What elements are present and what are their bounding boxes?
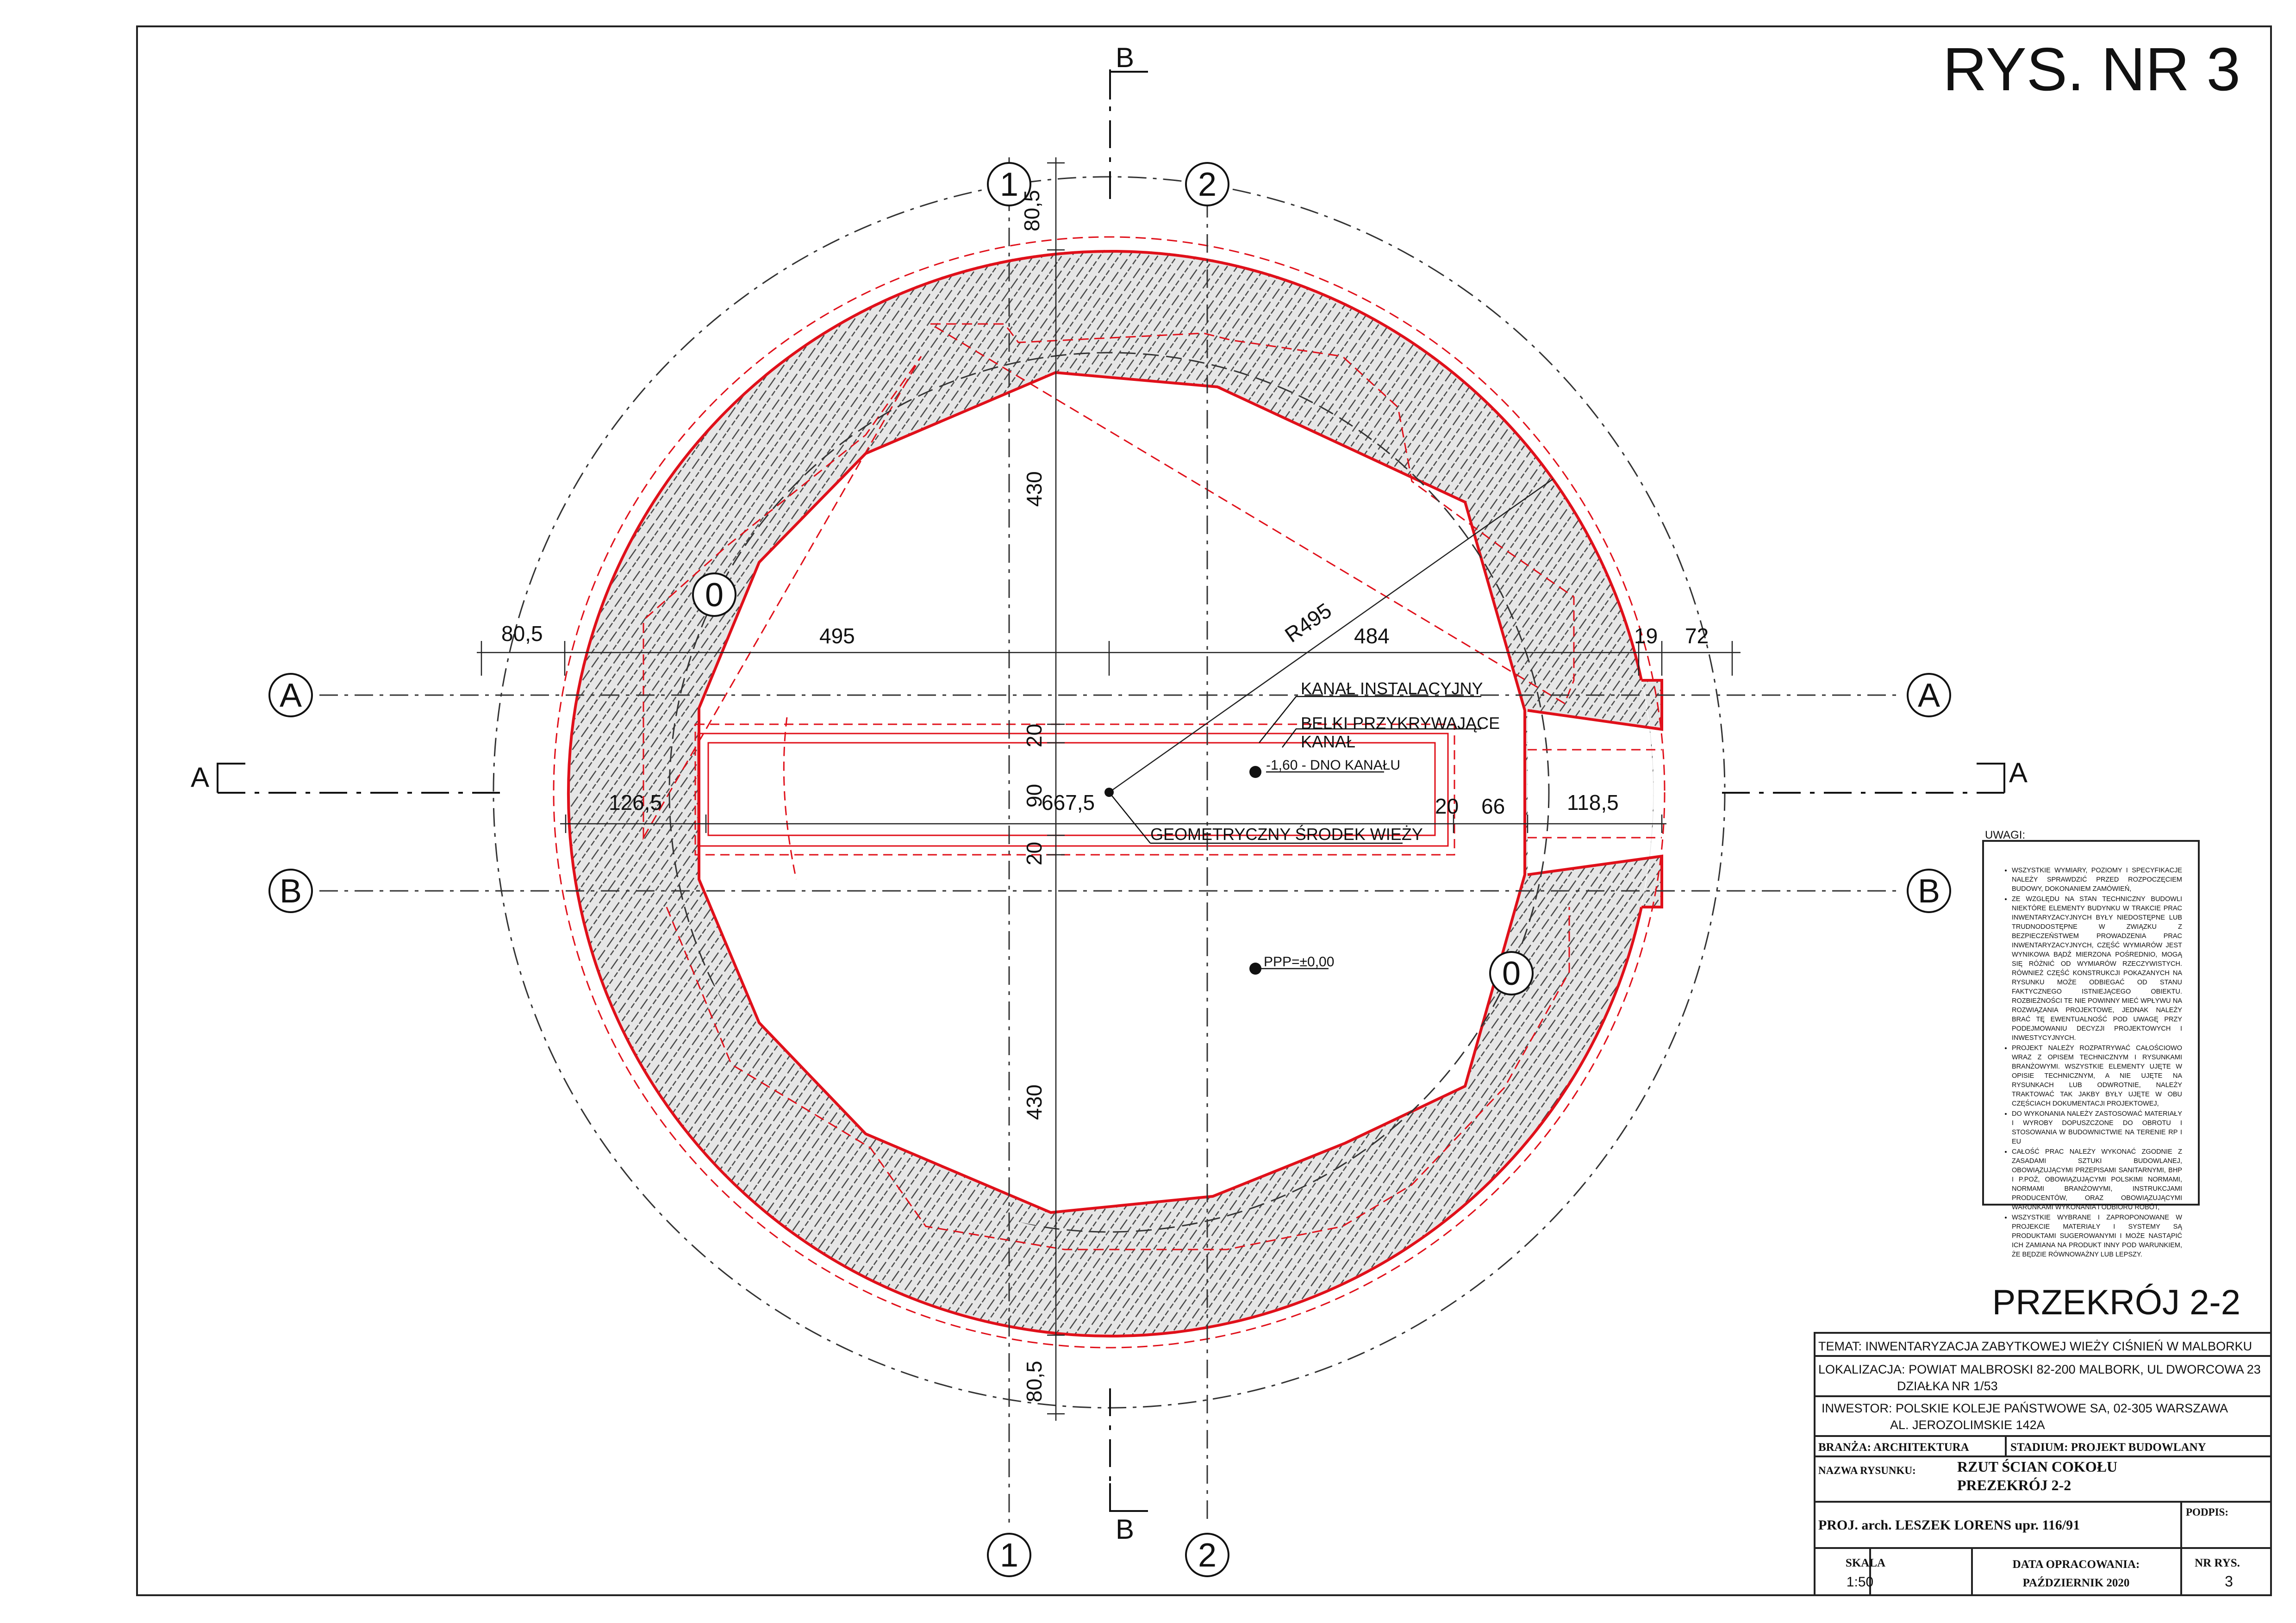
tb-inwestor-2: AL. JEROZOLIMSKIE 142A <box>1890 1418 2045 1432</box>
label-belki-1: BELKI PRZYKRYWAJĄCE <box>1301 714 1500 733</box>
axis-1-bottom: 1 <box>1000 1537 1018 1574</box>
annotation-leaders <box>1109 696 1481 970</box>
dim-430-bottom: 430 <box>1022 1084 1046 1120</box>
grid-axes <box>319 157 1898 1523</box>
section-a-right-label: A <box>2009 757 2028 788</box>
section-b-top-label: B <box>1116 42 1134 73</box>
tb-data-value: PAŹDZIERNIK 2020 <box>2023 1576 2130 1589</box>
dim-118-5: 118,5 <box>1567 790 1619 815</box>
dim-80-5-bottom: 80,5 <box>1022 1361 1046 1402</box>
label-srodek-wiezy: GEOMETRYCZNY ŚRODEK WIEŻY <box>1150 824 1423 844</box>
section-lines <box>217 69 2005 1512</box>
sheet-title: RYS. NR 3 <box>1943 35 2240 103</box>
dim-80-5-top: 80,5 <box>1020 190 1044 231</box>
note-item: ZE WZGLĘDU NA STAN TECHNICZNY BUDOWLI NI… <box>2012 895 2182 1043</box>
level-marker-floor <box>1249 963 1261 975</box>
section-b-bottom-label: B <box>1116 1514 1134 1545</box>
tb-skala-label: SKALA <box>1846 1557 1885 1569</box>
installation-channel <box>694 717 1662 880</box>
dim-667-5: 667,5 <box>1042 790 1095 815</box>
tb-data-label: DATA OPRACOWANIA: <box>2013 1558 2140 1571</box>
section-a-left-label: A <box>191 762 209 793</box>
sheet-frame <box>136 25 2272 1596</box>
zero-mark-upper: 0 <box>705 577 724 614</box>
section-title: PRZEKRÓJ 2-2 <box>1992 1283 2240 1322</box>
dim-72: 72 <box>1685 624 1709 648</box>
tb-nazwa-2: PREZEKRÓJ 2-2 <box>1957 1477 2071 1493</box>
dim-484: 484 <box>1354 624 1390 648</box>
tb-proj: PROJ. arch. LESZEK LORENS upr. 116/91 <box>1818 1517 2080 1533</box>
axis-b-right: B <box>1918 873 1940 910</box>
dim-126-5: 126,5 <box>609 790 662 815</box>
axis-2-bottom: 2 <box>1198 1537 1217 1574</box>
note-item: WSZYSTKIE WYMIARY, POZIOMY I SPECYFIKACJ… <box>2012 866 2182 894</box>
title-block-texts: TEMAT: INWENTARYZACJA ZABYTKOWEJ WIEŻY C… <box>1818 1338 2261 1590</box>
axis-b-left: B <box>280 873 302 910</box>
tb-nr-label: NR RYS. <box>2195 1557 2240 1569</box>
tb-temat: TEMAT: INWENTARYZACJA ZABYTKOWEJ WIEŻY C… <box>1818 1338 2252 1353</box>
tb-branza: BRANŻA: ARCHITEKTURA <box>1818 1441 1969 1454</box>
tb-lokalizacja-1: LOKALIZACJA: POWIAT MALBROSKI 82-200 MAL… <box>1818 1362 2261 1376</box>
tb-nazwa-1: RZUT ŚCIAN COKOŁU <box>1957 1458 2117 1475</box>
notes-panel: WSZYSTKIE WYMIARY, POZIOMY I SPECYFIKACJ… <box>1982 840 2200 1258</box>
tb-stadium: STADIUM: PROJEKT BUDOWLANY <box>2010 1441 2206 1454</box>
dim-20-lower: 20 <box>1022 842 1046 865</box>
tb-podpis: PODPIS: <box>2186 1506 2228 1518</box>
annotation-texts: KANAŁ INSTALACYJNY BELKI PRZYKRYWAJĄCE K… <box>1150 679 1500 970</box>
tb-lokalizacja-2: DZIAŁKA NR 1/53 <box>1897 1379 1998 1393</box>
note-item: CAŁOŚĆ PRAC NALEŻY WYKONAĆ ZGODNIE Z ZAS… <box>2012 1147 2182 1212</box>
dim-90: 90 <box>1022 784 1046 808</box>
dim-20-right: 20 <box>1435 794 1459 818</box>
dimension-texts: 80,5 495 484 19 72 R495 126,5 667,5 20 6… <box>501 190 1709 1402</box>
tower-center-point <box>1104 788 1114 797</box>
tb-nr-value: 3 <box>2225 1573 2233 1590</box>
note-item: DO WYKONANIA NALEŻY ZASTOSOWAĆ MATERIAŁY… <box>2012 1109 2182 1146</box>
tb-nazwa-label: NAZWA RYSUNKU: <box>1818 1465 1916 1476</box>
notes-list: WSZYSTKIE WYMIARY, POZIOMY I SPECYFIKACJ… <box>2000 866 2182 1259</box>
dim-66: 66 <box>1481 794 1505 818</box>
label-dno-kanalu: -1,60 - DNO KANAŁU <box>1266 758 1400 773</box>
axis-1-top: 1 <box>1000 166 1018 203</box>
dim-430-top: 430 <box>1022 471 1046 507</box>
title-block <box>1814 1332 2272 1596</box>
label-kanal-instalacyjny: KANAŁ INSTALACYJNY <box>1301 679 1483 698</box>
dim-19: 19 <box>1634 624 1658 648</box>
dim-495: 495 <box>819 624 855 648</box>
axis-a-right: A <box>1918 677 1940 714</box>
tb-inwestor-1: INWESTOR: POLSKIE KOLEJE PAŃSTWOWE SA, 0… <box>1822 1401 2228 1415</box>
zero-mark-lower: 0 <box>1502 955 1521 992</box>
dimension-lines <box>477 157 1741 1421</box>
dim-80-5-left: 80,5 <box>501 622 543 646</box>
notes-title: UWAGI: <box>1985 829 2025 841</box>
level-marker-channel <box>1249 766 1261 778</box>
axis-bubbles: 1 2 1 2 A A B B 0 0 <box>268 162 1951 1577</box>
axis-2-top: 2 <box>1198 166 1217 203</box>
tb-skala-value: 1:50 <box>1847 1574 1873 1590</box>
dim-20-upper: 20 <box>1022 724 1046 747</box>
label-ppp: PPP=±0,00 <box>1264 954 1334 970</box>
note-item: PROJEKT NALEŻY ROZPATRYWAĆ CAŁOŚCIOWO WR… <box>2012 1044 2182 1108</box>
note-item: WSZYSTKIE WYBRANE I ZAPROPONOWANE W PROJ… <box>2012 1213 2182 1259</box>
label-belki-2: KANAŁ <box>1301 732 1355 751</box>
axis-a-left: A <box>280 677 302 714</box>
